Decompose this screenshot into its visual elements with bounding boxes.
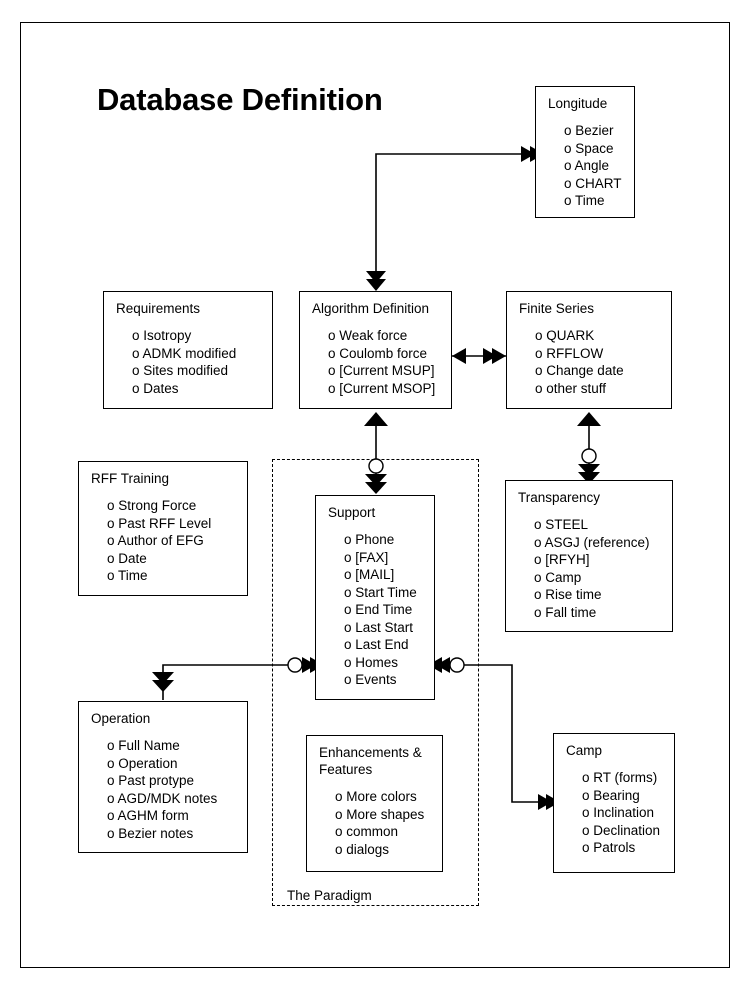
node-title: Requirements [116,301,201,316]
node-item-list: Bezier Space Angle CHART Time [548,122,624,210]
node-enhancements-features[interactable]: Enhancements & Features More colors More… [306,735,443,872]
list-item: [Current MSOP] [312,380,441,398]
node-title: Algorithm Definition [312,301,430,316]
node-title: Enhancements & Features [319,745,422,777]
list-item: AGHM form [91,807,237,825]
list-item: Camp [518,569,662,587]
page-title: Database Definition [97,82,383,117]
node-finite-series[interactable]: Finite Series QUARK RFFLOW Change date o… [506,291,672,409]
list-item: QUARK [519,327,661,345]
list-item: STEEL [518,516,662,534]
list-item: Weak force [312,327,441,345]
node-item-list: Full Name Operation Past protype AGD/MDK… [91,737,237,842]
list-item: common [319,823,432,841]
list-item: Isotropy [116,327,262,345]
list-item: other stuff [519,380,661,398]
list-item: Time [91,567,237,585]
list-item: Full Name [91,737,237,755]
node-item-list: Isotropy ADMK modified Sites modified Da… [116,327,262,397]
node-title: Camp [566,743,603,758]
list-item: AGD/MDK notes [91,790,237,808]
node-item-list: Weak force Coulomb force [Current MSUP] … [312,327,441,397]
node-title: Support [328,505,376,520]
list-item: [RFYH] [518,551,662,569]
list-item: Phone [328,531,424,549]
list-item: [MAIL] [328,566,424,584]
list-item: Homes [328,654,424,672]
list-item: Change date [519,362,661,380]
list-item: Space [548,140,624,158]
list-item: End Time [328,601,424,619]
node-rff-training[interactable]: RFF Training Strong Force Past RFF Level… [78,461,248,596]
node-title: RFF Training [91,471,170,486]
list-item: Angle [548,157,624,175]
list-item: More colors [319,788,432,806]
list-item: Date [91,550,237,568]
list-item: Patrols [566,839,664,857]
node-item-list: RT (forms) Bearing Inclination Declinati… [566,769,664,857]
list-item: Past RFF Level [91,515,237,533]
list-item: Bezier [548,122,624,140]
node-title: Operation [91,711,151,726]
list-item: Inclination [566,804,664,822]
list-item: Author of EFG [91,532,237,550]
list-item: [FAX] [328,549,424,567]
list-item: Declination [566,822,664,840]
list-item: Bezier notes [91,825,237,843]
list-item: RFFLOW [519,345,661,363]
list-item: RT (forms) [566,769,664,787]
list-item: More shapes [319,806,432,824]
node-camp[interactable]: Camp RT (forms) Bearing Inclination Decl… [553,733,675,873]
list-item: Fall time [518,604,662,622]
list-item: ASGJ (reference) [518,534,662,552]
node-item-list: Strong Force Past RFF Level Author of EF… [91,497,237,585]
node-requirements[interactable]: Requirements Isotropy ADMK modified Site… [103,291,273,409]
node-title: Transparency [518,490,601,505]
list-item: Events [328,671,424,689]
list-item: Dates [116,380,262,398]
list-item: Strong Force [91,497,237,515]
node-longitude[interactable]: Longitude Bezier Space Angle CHART Time [535,86,635,218]
list-item: dialogs [319,841,432,859]
list-item: Last Start [328,619,424,637]
list-item: Rise time [518,586,662,604]
list-item: Past protype [91,772,237,790]
list-item: [Current MSUP] [312,362,441,380]
node-item-list: QUARK RFFLOW Change date other stuff [519,327,661,397]
list-item: Sites modified [116,362,262,380]
node-algorithm-definition[interactable]: Algorithm Definition Weak force Coulomb … [299,291,452,409]
node-title: Finite Series [519,301,595,316]
page-border [20,22,730,968]
node-title: Longitude [548,96,608,111]
node-item-list: Phone [FAX] [MAIL] Start Time End Time L… [328,531,424,689]
list-item: Bearing [566,787,664,805]
list-item: Start Time [328,584,424,602]
list-item: Last End [328,636,424,654]
list-item: ADMK modified [116,345,262,363]
paradigm-group-label: The Paradigm [287,888,372,903]
node-support[interactable]: Support Phone [FAX] [MAIL] Start Time En… [315,495,435,700]
list-item: Coulomb force [312,345,441,363]
node-operation[interactable]: Operation Full Name Operation Past proty… [78,701,248,853]
list-item: Operation [91,755,237,773]
list-item: CHART [548,175,624,193]
node-transparency[interactable]: Transparency STEEL ASGJ (reference) [RFY… [505,480,673,632]
node-item-list: STEEL ASGJ (reference) [RFYH] Camp Rise … [518,516,662,621]
list-item: Time [548,192,624,210]
node-item-list: More colors More shapes common dialogs [319,788,432,858]
